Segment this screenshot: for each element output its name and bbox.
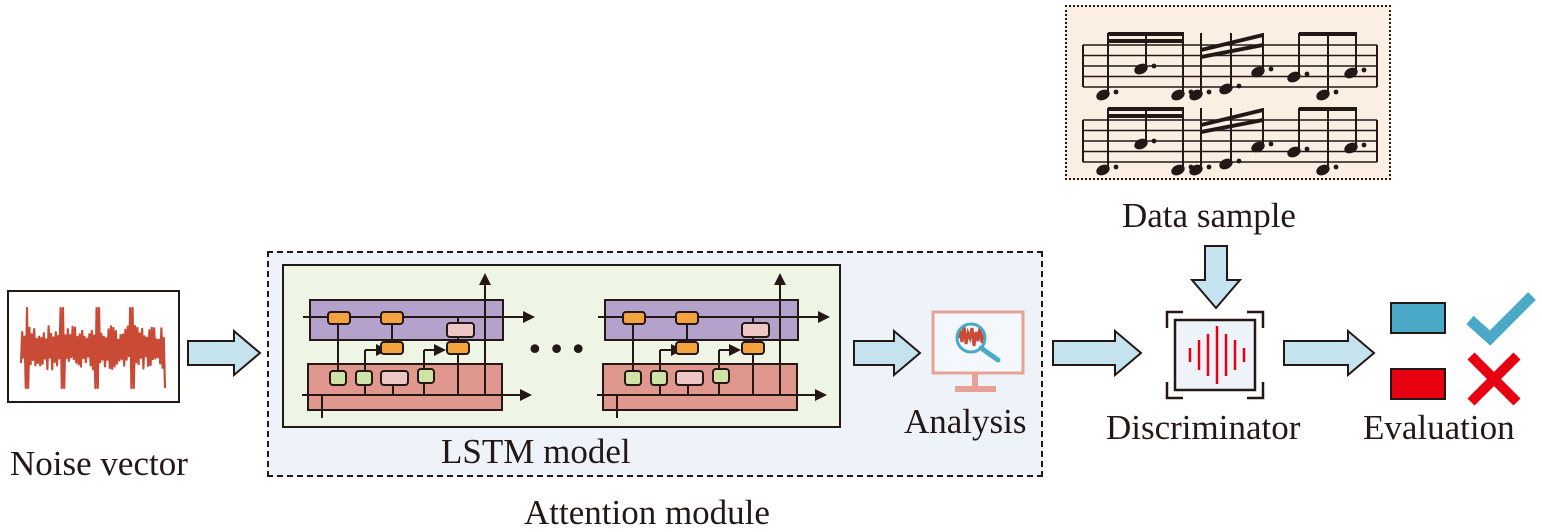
note-dot bbox=[1151, 63, 1157, 69]
data-sample-label: Data sample bbox=[1122, 196, 1296, 235]
note-dot bbox=[1206, 89, 1212, 95]
note-head bbox=[1219, 83, 1233, 95]
beam bbox=[1201, 43, 1263, 59]
note-dot bbox=[1304, 146, 1310, 152]
gate bbox=[380, 311, 404, 325]
note-head bbox=[1134, 63, 1148, 75]
gate bbox=[446, 322, 475, 338]
beam bbox=[1201, 108, 1263, 127]
gate bbox=[622, 311, 646, 325]
beam bbox=[1201, 33, 1263, 52]
note-head bbox=[1251, 141, 1265, 153]
evaluation-label: Evaluation bbox=[1363, 408, 1515, 447]
beam bbox=[1108, 39, 1184, 43]
gate bbox=[741, 322, 770, 338]
arrow-head bbox=[729, 344, 741, 356]
arrow-head bbox=[774, 273, 786, 285]
waveform-frame-icon bbox=[1165, 310, 1265, 400]
note-head bbox=[1134, 138, 1148, 150]
note-dot bbox=[1113, 89, 1119, 95]
lstm-model-label: LSTM model bbox=[441, 432, 631, 471]
beam bbox=[1108, 107, 1184, 111]
note-dot bbox=[1268, 66, 1274, 72]
staff bbox=[1082, 32, 1378, 101]
fake-indicator bbox=[1390, 368, 1446, 400]
note-dot bbox=[1236, 83, 1242, 89]
gate bbox=[380, 341, 404, 355]
block-arrow bbox=[1189, 245, 1243, 310]
note-head bbox=[1096, 89, 1110, 101]
block-arrow bbox=[1283, 328, 1376, 378]
gate bbox=[741, 341, 765, 355]
gate bbox=[327, 311, 351, 325]
note-head bbox=[1344, 142, 1358, 154]
note-head bbox=[1189, 89, 1203, 101]
note-dot bbox=[1304, 71, 1310, 77]
lstm-cell bbox=[597, 273, 830, 418]
beam bbox=[1299, 32, 1357, 36]
gate bbox=[329, 370, 347, 386]
gate bbox=[675, 370, 704, 386]
note-head bbox=[1171, 164, 1185, 176]
sheet-music-icon bbox=[1082, 32, 1378, 176]
check-icon bbox=[1466, 292, 1536, 346]
note-dot bbox=[1206, 164, 1212, 170]
note-head bbox=[1171, 89, 1185, 101]
gate bbox=[417, 368, 435, 384]
note-dot bbox=[1333, 164, 1339, 170]
staff bbox=[1082, 107, 1378, 176]
gate bbox=[712, 368, 730, 384]
block-arrow bbox=[187, 328, 262, 378]
beam bbox=[1108, 114, 1184, 118]
gate bbox=[624, 370, 642, 386]
arrow-head bbox=[479, 273, 491, 285]
gate bbox=[650, 370, 668, 386]
note-dot bbox=[1361, 67, 1367, 73]
gate bbox=[675, 311, 699, 325]
note-head bbox=[1251, 66, 1265, 78]
beam bbox=[1108, 32, 1184, 36]
gate bbox=[675, 341, 699, 355]
arrow-head bbox=[520, 389, 532, 401]
attention-module-label: Attention module bbox=[524, 493, 770, 532]
noise-waveform-icon bbox=[19, 306, 167, 390]
note-head bbox=[1287, 146, 1301, 158]
arrow-head bbox=[523, 311, 535, 323]
note-dot bbox=[1361, 142, 1367, 148]
noise-vector-label: Noise vector bbox=[10, 444, 188, 483]
gate bbox=[446, 341, 470, 355]
note-head bbox=[1219, 158, 1233, 170]
note-dot bbox=[1236, 158, 1242, 164]
beam bbox=[1299, 107, 1357, 111]
arrow-head bbox=[434, 344, 446, 356]
ellipsis: ••• bbox=[526, 333, 592, 368]
note-dot bbox=[1268, 141, 1274, 147]
analysis-label: Analysis bbox=[904, 402, 1027, 441]
gate bbox=[380, 370, 409, 386]
block-arrow bbox=[853, 328, 922, 378]
block-arrow bbox=[1052, 328, 1143, 378]
note-head bbox=[1316, 164, 1330, 176]
note-head bbox=[1287, 71, 1301, 83]
arrow-head bbox=[818, 311, 830, 323]
note-head bbox=[1189, 164, 1203, 176]
real-indicator bbox=[1390, 302, 1446, 334]
lstm-cell bbox=[302, 273, 535, 418]
note-dot bbox=[1333, 89, 1339, 95]
note-head bbox=[1316, 89, 1330, 101]
note-head bbox=[1344, 67, 1358, 79]
discriminator-label: Discriminator bbox=[1106, 408, 1301, 447]
cross-icon bbox=[1467, 352, 1521, 406]
monitor-magnifier-icon bbox=[931, 310, 1025, 392]
note-dot bbox=[1113, 164, 1119, 170]
arrow-head bbox=[815, 389, 827, 401]
note-dot bbox=[1151, 138, 1157, 144]
note-head bbox=[1096, 164, 1110, 176]
gate bbox=[355, 370, 373, 386]
noise-vector-node bbox=[7, 290, 180, 403]
beam bbox=[1201, 118, 1263, 134]
